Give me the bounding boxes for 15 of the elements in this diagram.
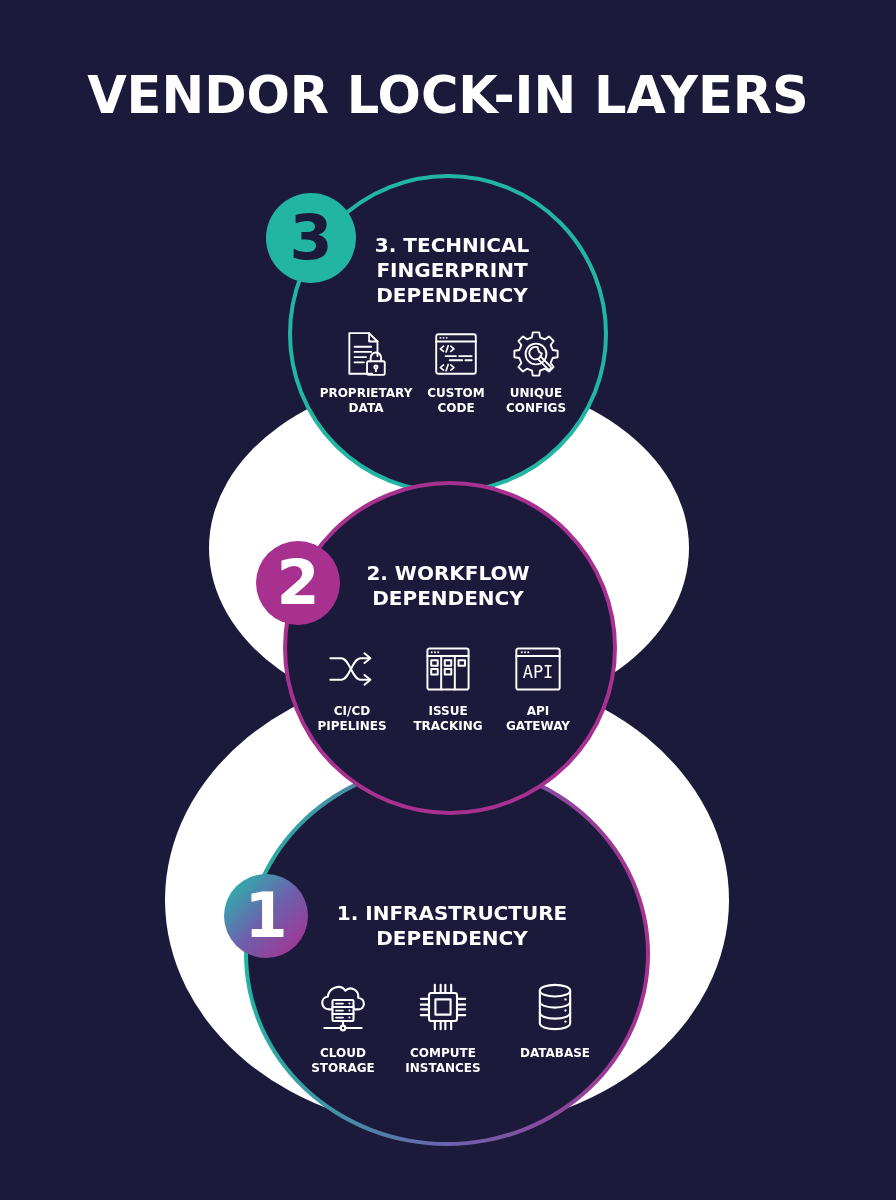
- item-label: COMPUTE INSTANCES: [404, 1046, 482, 1076]
- number-badge: 3: [266, 193, 356, 283]
- window-text: API: [522, 663, 554, 681]
- title: VENDOR LOCK-IN LAYERS: [87, 70, 809, 121]
- item-label: PROPRIETARY DATA: [318, 386, 414, 416]
- item-label: CI/CD PIPELINES: [316, 704, 388, 734]
- layer-heading: 2. WORKFLOW DEPENDENCY: [365, 561, 531, 611]
- item-label: CUSTOM CODE: [426, 386, 486, 416]
- item-label: API GATEWAY: [504, 704, 572, 734]
- layer-heading: 3. TECHNICAL FINGERPRINT DEPENDENCY: [373, 232, 531, 308]
- item-label: UNIQUE CONFIGS: [504, 386, 568, 416]
- layer-heading: 1. INFRASTRUCTURE DEPENDENCY: [335, 901, 569, 951]
- item-label: DATABASE: [518, 1046, 592, 1061]
- item-label: ISSUE TRACKING: [412, 704, 484, 734]
- item-label: CLOUD STORAGE: [310, 1046, 376, 1076]
